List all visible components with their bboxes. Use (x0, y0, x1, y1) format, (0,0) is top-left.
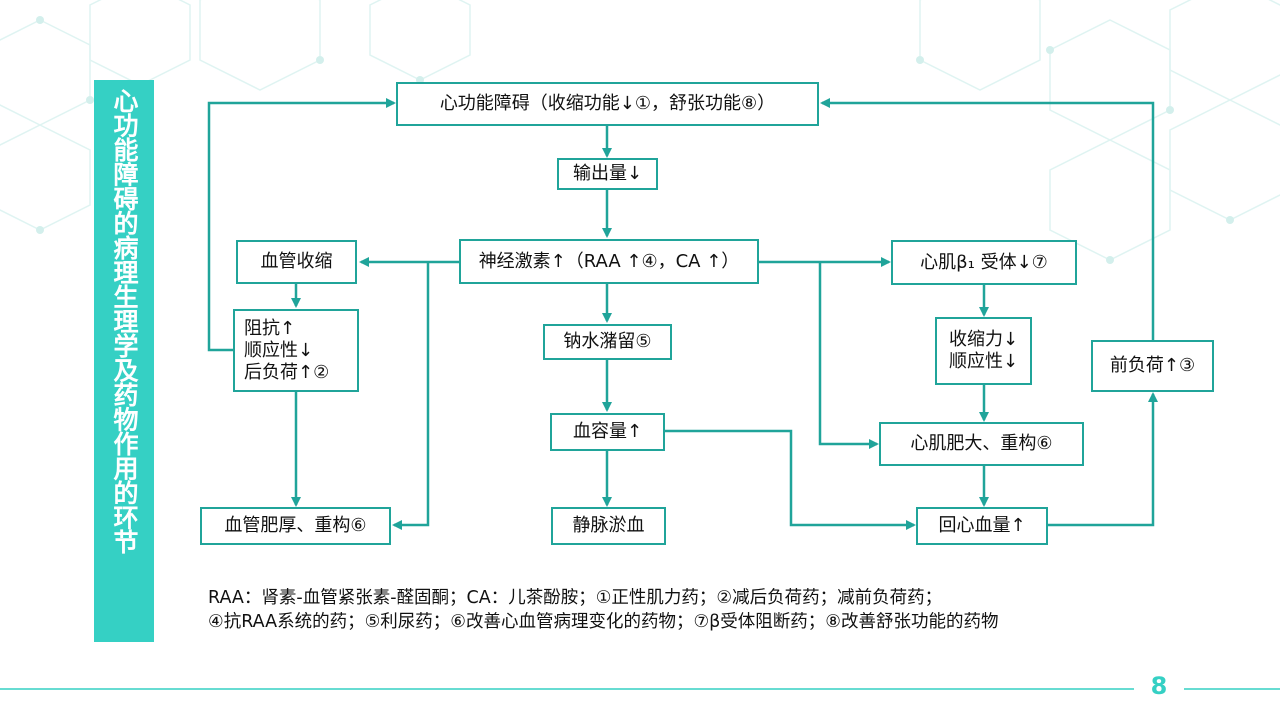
contractility-line-1: 收缩力↓ (948, 329, 1019, 350)
page-number: 8 (1134, 672, 1184, 700)
arrow-return-to-preload (1048, 392, 1158, 527)
legend-line-2: ④抗RAA系统的药；⑤利尿药；⑥改善心血管病理变化的药物；⑦β受体阻断药；⑧改善… (208, 612, 999, 632)
node-venous-return: 回心血量↑ (916, 507, 1048, 545)
node-myocardial-hypertrophy: 心肌肥大、重构⑥ (879, 422, 1084, 466)
title-bar: 心功能障碍的病理生理学及药物作用的环节 (94, 80, 154, 642)
node-beta1-receptor: 心肌β₁ 受体↓⑦ (891, 240, 1077, 285)
resistance-line-1: 阻抗↑ (244, 317, 296, 339)
node-preload: 前负荷↑③ (1091, 340, 1214, 392)
node-vascular-hypertrophy: 血管肥厚、重构⑥ (200, 507, 391, 545)
legend-line-1: RAA：肾素-血管紧张素-醛固酮；CA：儿茶酚胺；①正性肌力药；②减后负荷药；减… (208, 588, 943, 608)
node-neurohormone: 神经激素↑（RAA ↑④，CA ↑） (459, 239, 759, 284)
node-venous-congestion: 静脉淤血 (551, 507, 666, 545)
slide-title: 心功能障碍的病理生理学及药物作用的环节 (110, 88, 139, 554)
legend: RAA：肾素-血管紧张素-醛固酮；CA：儿茶酚胺；①正性肌力药；②减后负荷药；减… (208, 586, 1208, 634)
arrow-resistance-to-dysfunction (207, 98, 396, 352)
node-contractility: 收缩力↓ 顺应性↓ (935, 317, 1032, 385)
arrow-neurohormone-to-myocardial (818, 262, 879, 449)
contractility-line-2: 顺应性↓ (948, 351, 1019, 372)
node-blood-volume: 血容量↑ (550, 413, 665, 451)
node-resistance: 阻抗↑ 顺应性↓ 后负荷↑② (233, 309, 359, 392)
resistance-line-3: 后负荷↑② (244, 361, 330, 383)
node-cardiac-dysfunction: 心功能障碍（收缩功能↓①，舒张功能⑧） (396, 82, 819, 126)
arrow-preload-to-dysfunction (820, 98, 1155, 340)
arrow-volume-to-return (665, 429, 916, 530)
arrow-neurohormone-to-vascular-hypertrophy (392, 262, 430, 530)
node-sodium-retention: 钠水潴留⑤ (543, 324, 672, 360)
node-output: 输出量↓ (557, 158, 658, 190)
resistance-line-2: 顺应性↓ (244, 339, 314, 361)
footer-divider (0, 688, 1280, 690)
node-vasoconstriction: 血管收缩 (236, 240, 357, 284)
